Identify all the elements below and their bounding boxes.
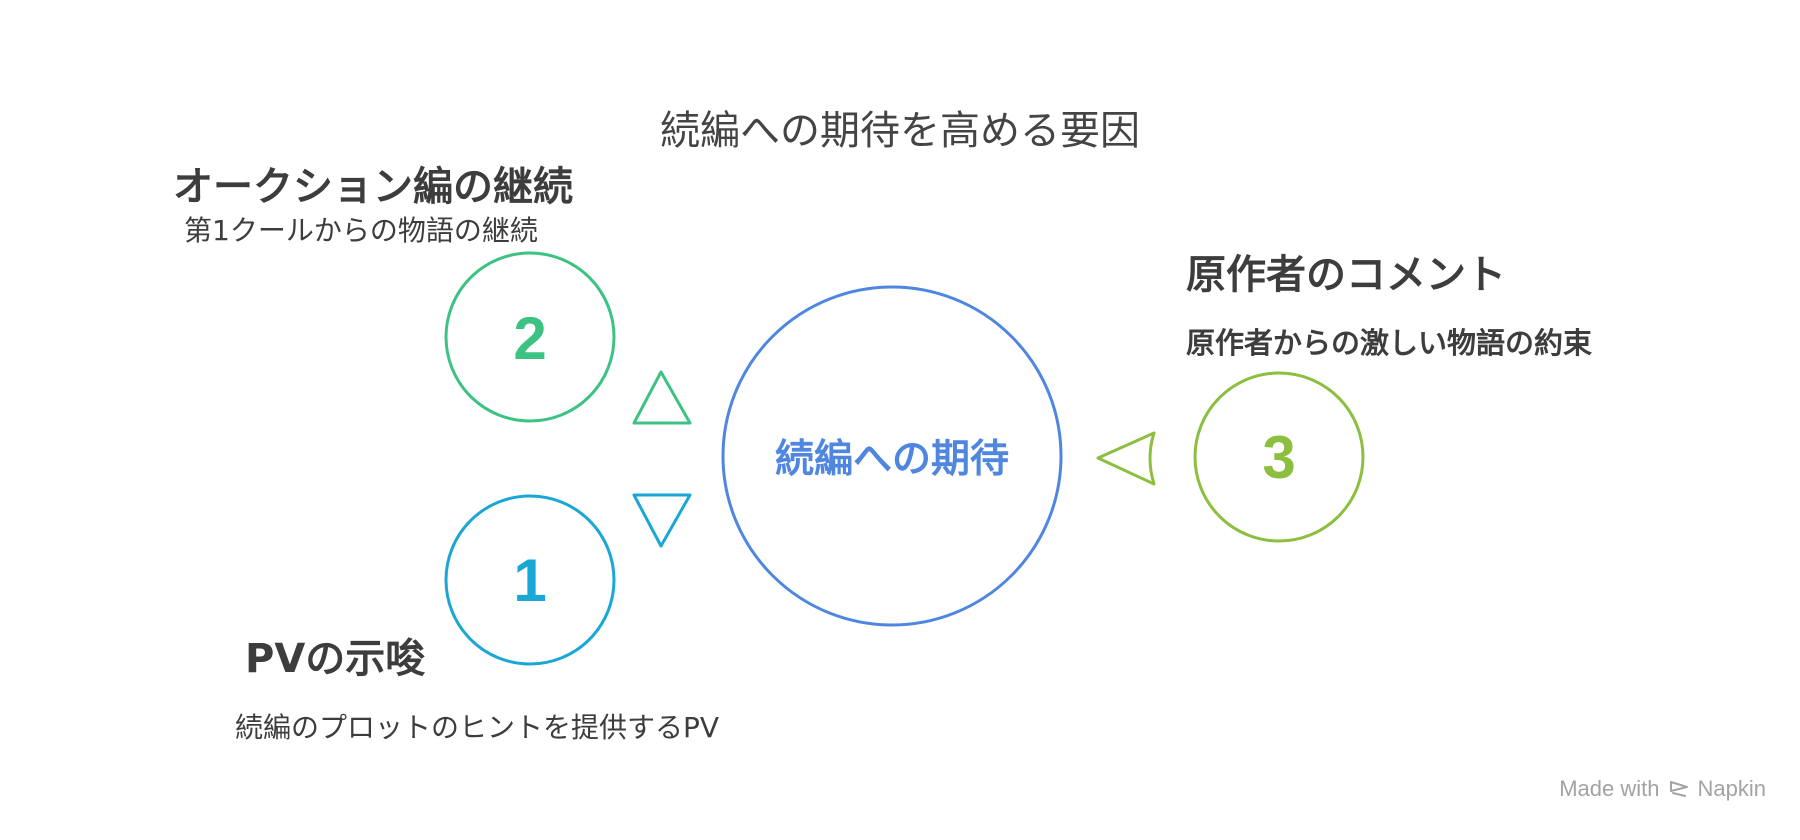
item-3-number: 3 — [1262, 424, 1295, 491]
made-with-napkin-badge[interactable]: Made with Napkin — [1559, 776, 1766, 802]
napkin-brand-name: Napkin — [1697, 776, 1766, 801]
item-3-description: 原作者からの激しい物語の約束 — [1186, 326, 1593, 360]
item-3-circle — [1193, 371, 1365, 543]
diagram-title: 続編への期待を高める要因 — [660, 108, 1140, 154]
item-3-title: 原作者のコメント — [1186, 252, 1506, 298]
napkin-logo-icon — [1669, 781, 1688, 797]
item-1-description: 続編のプロットのヒントを提供するPV — [235, 711, 720, 744]
item-2-circle — [444, 251, 616, 423]
item-1-circle — [444, 494, 616, 666]
item-2-description: 第1クールからの物語の継続 — [184, 214, 538, 247]
item-1-title: PVの示唆 — [245, 636, 426, 682]
item-2-arrow-icon — [632, 370, 692, 425]
made-with-label: Made with — [1559, 776, 1660, 801]
item-1-number: 1 — [513, 547, 546, 614]
center-circle — [721, 285, 1063, 627]
item-3-arrow-icon — [1096, 431, 1156, 486]
item-2-number: 2 — [513, 305, 546, 372]
item-2-title: オークション編の継続 — [173, 164, 573, 210]
item-1-arrow-icon — [632, 493, 692, 548]
center-label: 続編への期待 — [775, 437, 1009, 482]
